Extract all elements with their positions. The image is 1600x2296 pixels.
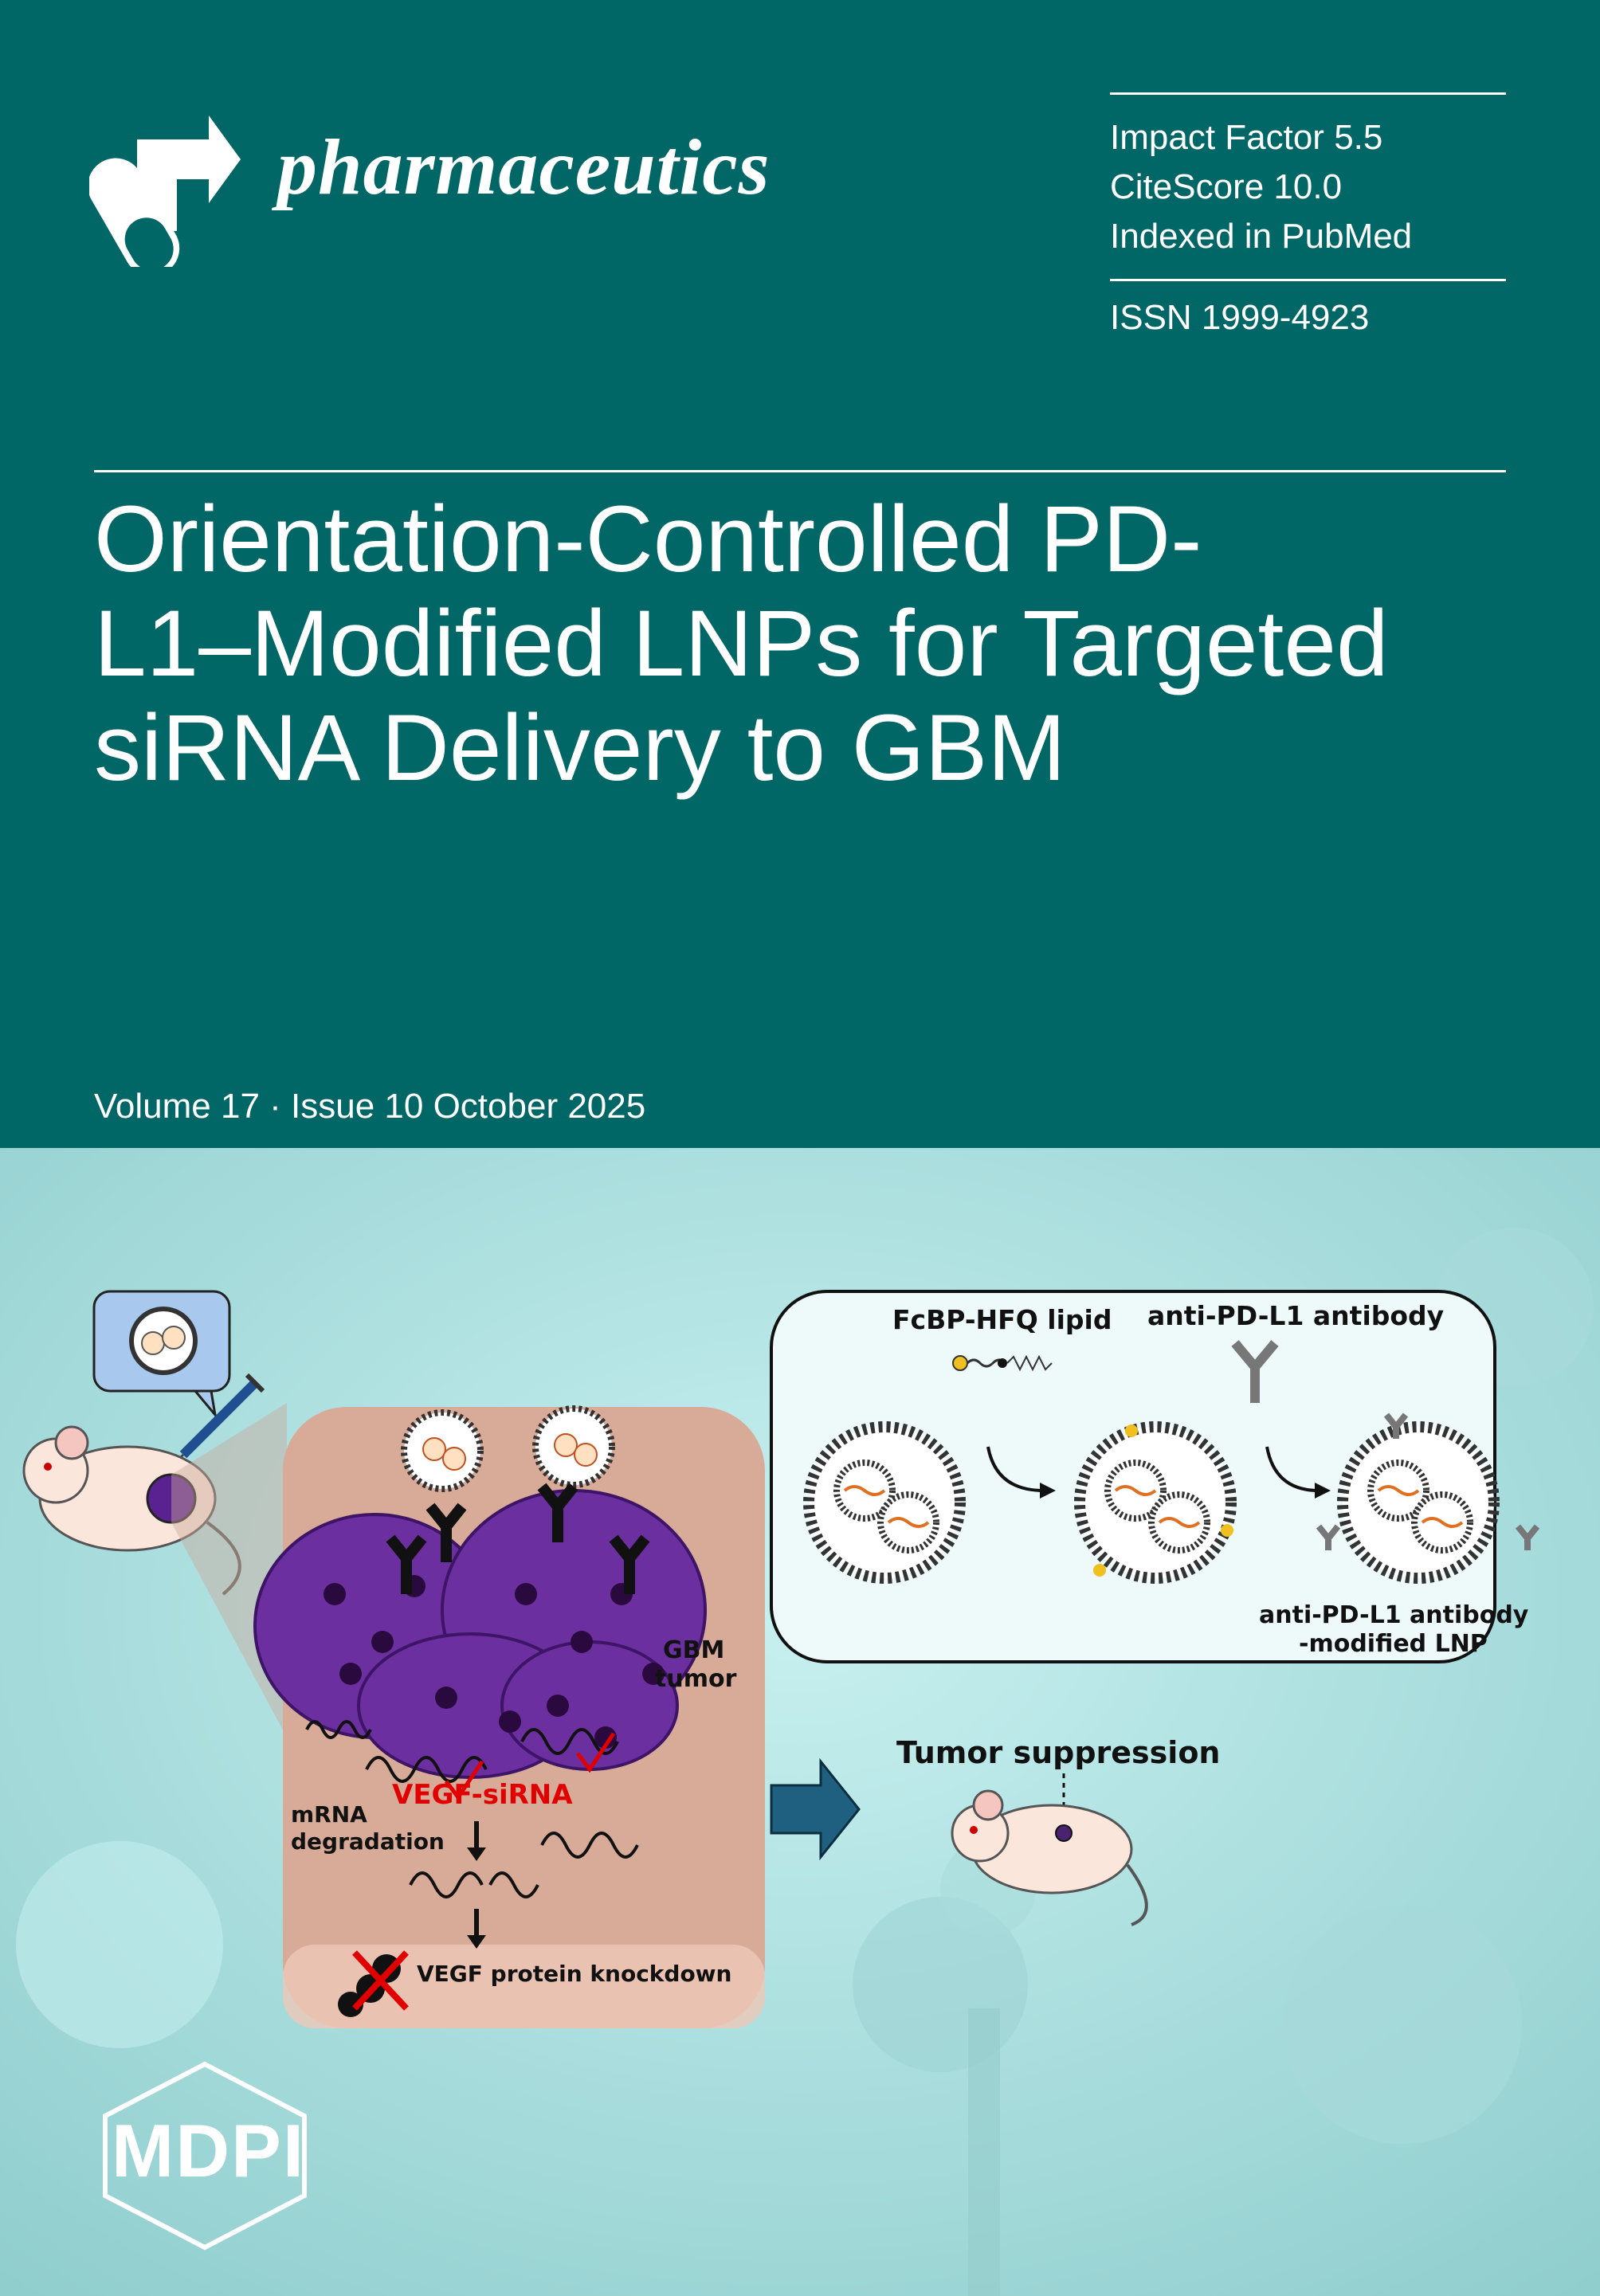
lipid-icon	[952, 1354, 1053, 1372]
cover-artwork: GBM tumor VEGF-siRNA mRNA degradation	[0, 1148, 1600, 2296]
lnp-stage-2	[1074, 1421, 1237, 1584]
right-arrow-icon	[986, 1446, 1056, 1499]
cover-header: pharmaceutics Impact Factor 5.5 CiteScor…	[0, 0, 1600, 1148]
down-arrow-icon	[467, 1821, 486, 1861]
lnp-stage-3	[1316, 1412, 1540, 1584]
divider	[94, 470, 1506, 472]
tumor-suppression-label: Tumor suppression	[896, 1735, 1220, 1770]
mdpi-logo-icon	[103, 2061, 307, 2251]
tumor-panel: GBM tumor VEGF-siRNA mRNA degradation	[253, 1405, 765, 2028]
knockdown-label: VEGF protein knockdown	[417, 1961, 732, 1987]
publisher-logo-text: MDPI	[112, 2109, 305, 2192]
impact-factor: Impact Factor 5.5	[1110, 118, 1383, 157]
lipid-label: FcBP-HFQ lipid	[892, 1304, 1112, 1335]
divider	[1110, 279, 1506, 281]
antibody-label: anti-PD-L1 antibody	[1147, 1300, 1444, 1331]
issue-info: Volume 17 · Issue 10 October 2025	[94, 1087, 646, 1126]
title-line: siRNA Delivery to GBM	[94, 695, 1066, 801]
treated-mouse-icon	[951, 1789, 1148, 1926]
pill-arrow-logo-icon	[89, 116, 241, 267]
mrna-label: mRNA	[291, 1801, 367, 1828]
lnp-label-line-1: anti-PD-L1 antibody	[1259, 1601, 1529, 1629]
lnp-stage-1	[803, 1421, 966, 1584]
protein-crossed-icon	[338, 1950, 409, 2017]
lnp-particle	[401, 1409, 484, 1492]
gbm-label: GBM	[663, 1636, 724, 1664]
title-line: Orientation-Controlled PD-	[94, 487, 1202, 592]
divider	[1110, 92, 1506, 95]
mouse-icon	[22, 1425, 241, 1596]
lnp-label-line-2: -modified LNP	[1299, 1630, 1488, 1658]
antibody-icon	[1231, 1340, 1279, 1403]
graphical-abstract: GBM tumor VEGF-siRNA mRNA degradation	[22, 1290, 1540, 2028]
lnp-particle	[532, 1405, 615, 1488]
lnp-scheme-panel: FcBP-HFQ lipid anti-PD-L1 antibody	[770, 1290, 1540, 1663]
tumor-cells	[253, 1489, 707, 1779]
indexed-in: Indexed in PubMed	[1110, 217, 1413, 256]
citescore: CiteScore 10.0	[1110, 167, 1343, 206]
article-title: Orientation-Controlled PD- L1–Modified L…	[94, 488, 1528, 801]
injection-bubble	[92, 1290, 231, 1420]
title-line: L1–Modified LNPs for Targeted	[94, 591, 1389, 696]
journal-name: pharmaceutics	[277, 123, 771, 211]
big-right-arrow-icon	[770, 1757, 861, 1861]
down-arrow-icon	[467, 1909, 486, 1949]
tumor-label: tumor	[655, 1665, 737, 1693]
journal-metrics: Impact Factor 5.5 CiteScore 10.0 Indexed…	[1110, 113, 1412, 261]
issn: ISSN 1999-4923	[1110, 298, 1370, 337]
pd-l1-receptor-icons	[386, 1483, 650, 1594]
degradation-label: degradation	[291, 1828, 445, 1855]
sirna-label: VEGF-siRNA	[392, 1779, 573, 1811]
right-arrow-icon	[1265, 1446, 1331, 1499]
